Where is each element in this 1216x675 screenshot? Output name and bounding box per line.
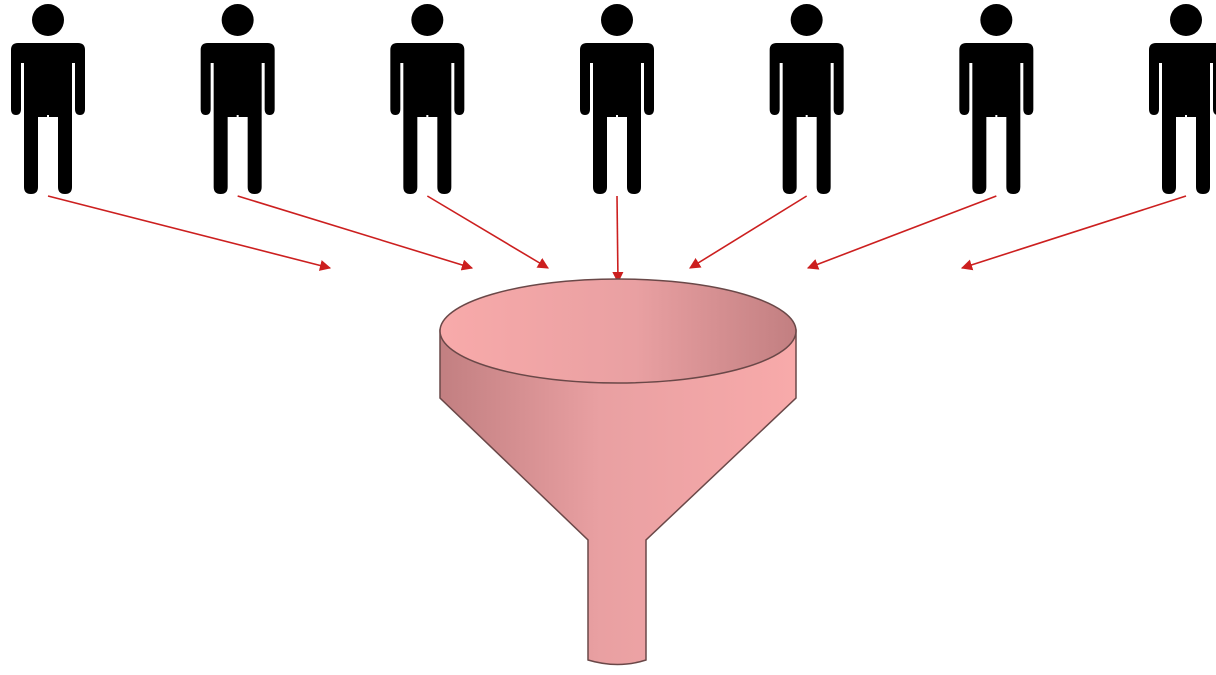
person-icon-3: [389, 2, 466, 194]
arrow-3: [426, 195, 549, 269]
arrow-7: [960, 195, 1187, 271]
person-icon-6: [958, 2, 1035, 194]
arrows: [47, 195, 1187, 284]
person-icon-7: [1147, 2, 1216, 194]
person-icon-5: [768, 2, 845, 194]
people-row: [9, 2, 1216, 194]
arrow-5: [689, 195, 808, 269]
arrow-6: [806, 195, 997, 270]
arrow-2: [237, 195, 474, 271]
funnel-body: [439, 329, 797, 666]
funnel-mouth: [439, 278, 797, 384]
arrow-4: [612, 195, 624, 284]
person-icon-4: [578, 2, 656, 194]
person-icon-2: [199, 2, 276, 194]
arrow-1: [47, 195, 332, 271]
person-icon-1: [9, 2, 87, 194]
funnel-icon: [439, 278, 797, 666]
